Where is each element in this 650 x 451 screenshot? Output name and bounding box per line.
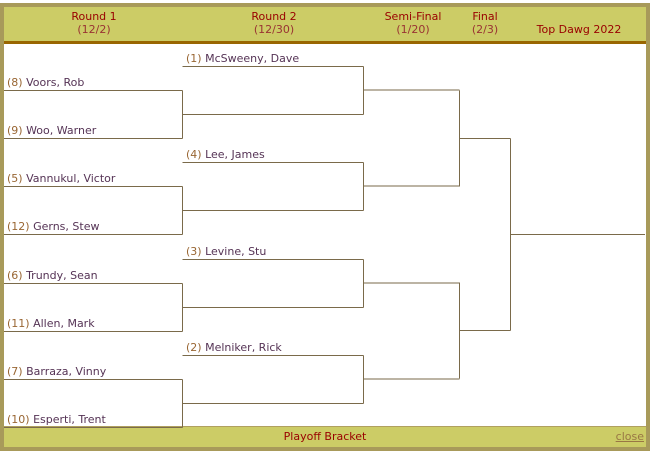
bracket-entry: (3) Levine, Stu — [186, 245, 266, 258]
round-title: Final — [472, 10, 498, 23]
bracket-entry: (10) Esperti, Trent — [7, 413, 106, 426]
player-name: Esperti, Trent — [33, 412, 106, 426]
bracket-entry: (7) Barraza, Vinny — [7, 365, 106, 378]
seed: (2) — [186, 340, 206, 354]
seed: (1) — [186, 51, 206, 65]
seed: (8) — [7, 75, 27, 89]
seed: (11) — [7, 316, 34, 330]
seed: (7) — [7, 364, 27, 378]
bracket-footer: Playoff Bracket close — [4, 426, 646, 447]
bracket-entry: (1) McSweeny, Dave — [186, 52, 299, 65]
player-name: Allen, Mark — [33, 316, 95, 330]
bracket-entry: (8) Voors, Rob — [7, 76, 84, 89]
round-title: Top Dawg 2022 — [536, 23, 622, 36]
bracket-entry: (11) Allen, Mark — [7, 317, 95, 330]
round-title: Semi-Final — [384, 10, 442, 23]
player-name: Voors, Rob — [26, 75, 85, 89]
bracket-entry: (9) Woo, Warner — [7, 124, 96, 137]
header-champion: Top Dawg 2022 — [519, 23, 639, 36]
close-link[interactable]: close — [615, 430, 644, 443]
bracket-entry: (12) Gerns, Stew — [7, 220, 99, 233]
round-title: Round 2 — [251, 10, 297, 23]
seed: (3) — [186, 244, 206, 258]
seed: (6) — [7, 268, 27, 282]
player-name: Melniker, Rick — [205, 340, 282, 354]
player-name: Woo, Warner — [26, 123, 97, 137]
round-date: (12/30) — [253, 23, 295, 36]
header-round-1: Round 1(12/2) — [44, 10, 144, 36]
player-name: Levine, Stu — [205, 244, 267, 258]
seed: (5) — [7, 171, 27, 185]
player-name: Gerns, Stew — [33, 219, 100, 233]
seed: (4) — [186, 147, 206, 161]
player-name: McSweeny, Dave — [205, 51, 300, 65]
bracket-entry: (5) Vannukul, Victor — [7, 172, 115, 185]
header-semi-final: Semi-Final(1/20) — [368, 10, 458, 36]
player-name: Barraza, Vinny — [26, 364, 107, 378]
player-name: Vannukul, Victor — [26, 171, 116, 185]
bracket-entry: (4) Lee, James — [186, 148, 265, 161]
footer-title: Playoff Bracket — [283, 430, 367, 443]
seed: (9) — [7, 123, 27, 137]
header-final: Final(2/3) — [460, 10, 510, 36]
player-name: Lee, James — [205, 147, 265, 161]
playoff-bracket-window: Round 1(12/2) Round 2(12/30) Semi-Final(… — [0, 3, 650, 451]
seed: (10) — [7, 412, 34, 426]
round-title: Round 1 — [71, 10, 117, 23]
bracket-entry: (2) Melniker, Rick — [186, 341, 282, 354]
bracket-entry: (6) Trundy, Sean — [7, 269, 98, 282]
bracket-header: Round 1(12/2) Round 2(12/30) Semi-Final(… — [4, 7, 646, 44]
player-name: Trundy, Sean — [26, 268, 98, 282]
round-date: (1/20) — [396, 23, 430, 36]
header-round-2: Round 2(12/30) — [224, 10, 324, 36]
round-date: (12/2) — [77, 23, 111, 36]
seed: (12) — [7, 219, 34, 233]
round-date: (2/3) — [471, 23, 499, 36]
